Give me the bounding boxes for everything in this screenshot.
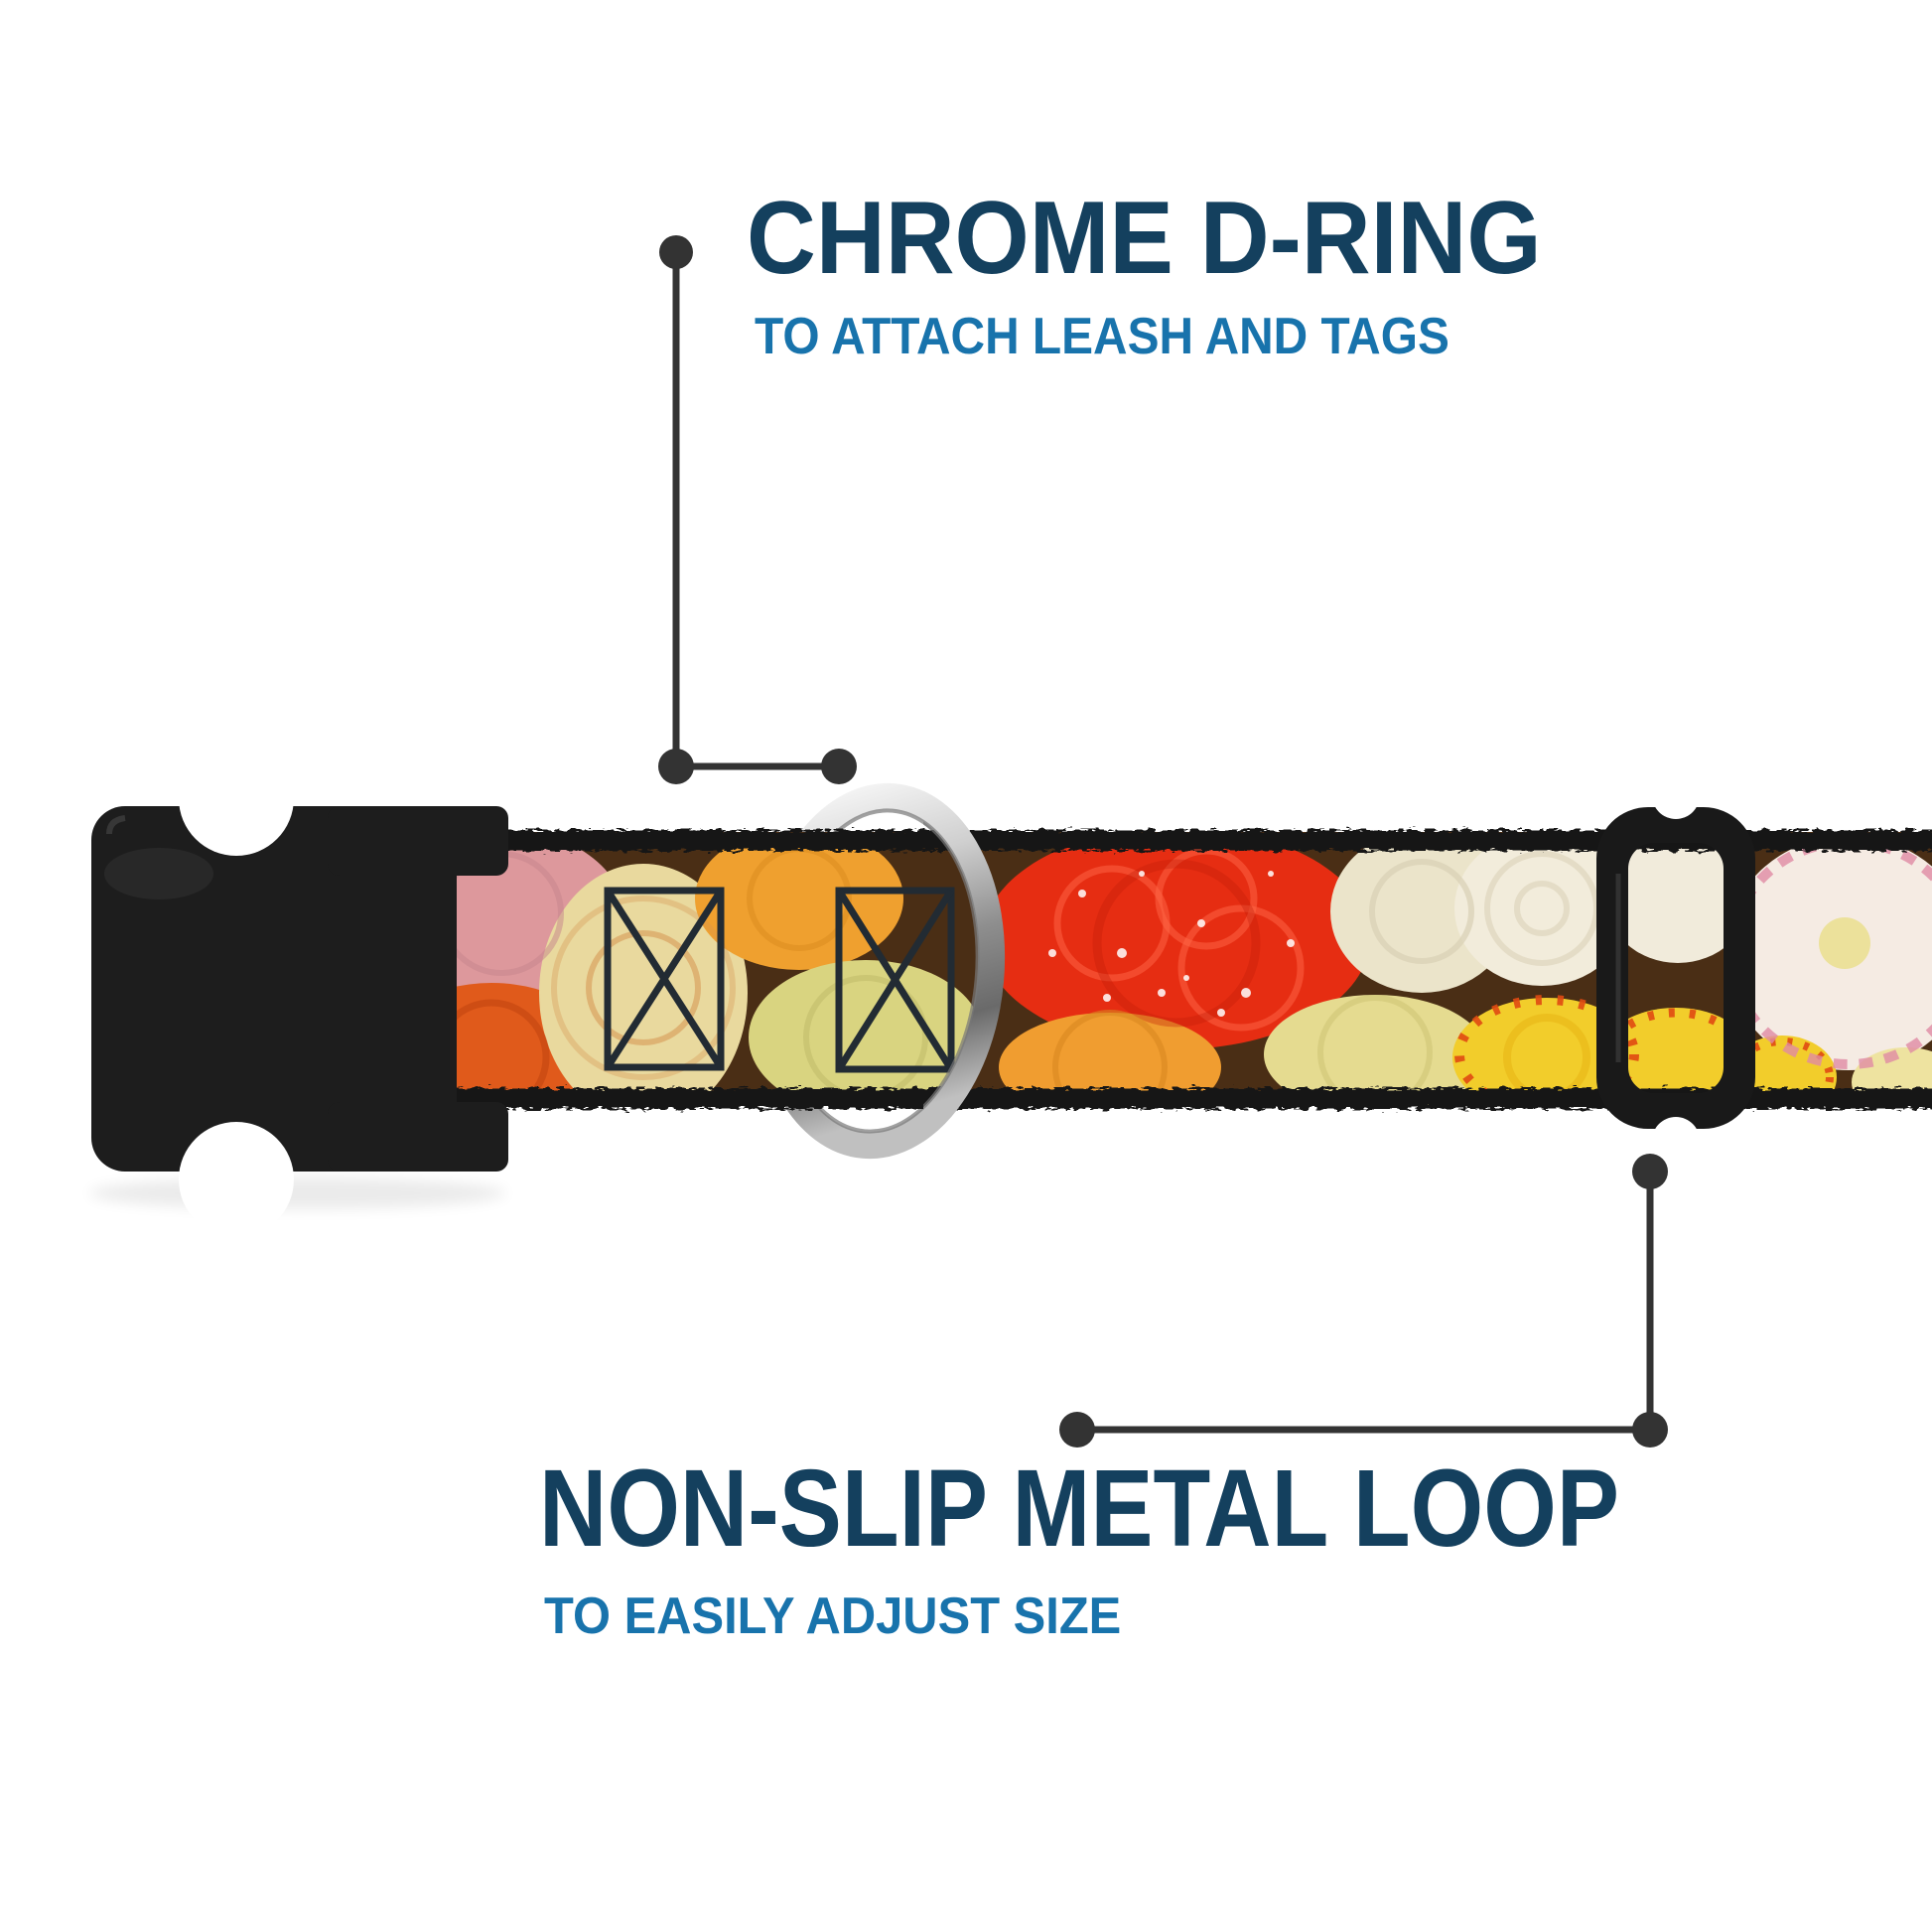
buckle-shadow	[89, 1177, 506, 1209]
callout-dot	[1059, 1412, 1095, 1448]
callout-subtitle-metal-loop: TO EASILY ADJUST SIZE	[544, 1587, 1122, 1645]
callout-dot	[1632, 1154, 1668, 1189]
flower	[695, 834, 903, 970]
callout-dot	[821, 749, 857, 784]
callout-non-slip-loop: NON-SLIP METAL LOOP	[539, 1454, 1795, 1564]
callout-chrome-d-ring: CHROME D-RING	[747, 187, 1601, 290]
stitch-boxes	[604, 887, 955, 1073]
d-ring-front	[923, 782, 1006, 1160]
flower-print-details	[433, 837, 1932, 1106]
collar-strap	[395, 830, 1932, 1109]
strap-edges	[395, 830, 1932, 1109]
flower	[999, 1013, 1221, 1106]
flower	[1596, 1008, 1755, 1106]
callout-title-d-ring: CHROME D-RING	[747, 181, 1542, 296]
callout-subtitle-d-ring: TO ATTACH LEASH AND TAGS	[755, 308, 1449, 365]
buckle	[91, 741, 508, 1237]
glitter-sparkles	[1048, 871, 1295, 1017]
callout-non-slip-loop-subtitle: TO EASILY ADJUST SIZE	[544, 1590, 1158, 1642]
flower	[1452, 998, 1641, 1106]
flower	[1603, 834, 1752, 963]
callout-title-metal-loop: NON-SLIP METAL LOOP	[539, 1448, 1619, 1570]
callout-dot	[658, 749, 694, 784]
callout-connector-top	[658, 235, 857, 784]
flower	[983, 834, 1370, 1049]
callout-dot	[1632, 1412, 1668, 1448]
callout-chrome-d-ring-subtitle: TO ATTACH LEASH AND TAGS	[755, 311, 1510, 362]
callout-connector-bottom	[1059, 1154, 1668, 1448]
callout-dot	[659, 235, 693, 269]
metal-loop-slider	[1596, 771, 1755, 1165]
flower	[1264, 995, 1486, 1106]
